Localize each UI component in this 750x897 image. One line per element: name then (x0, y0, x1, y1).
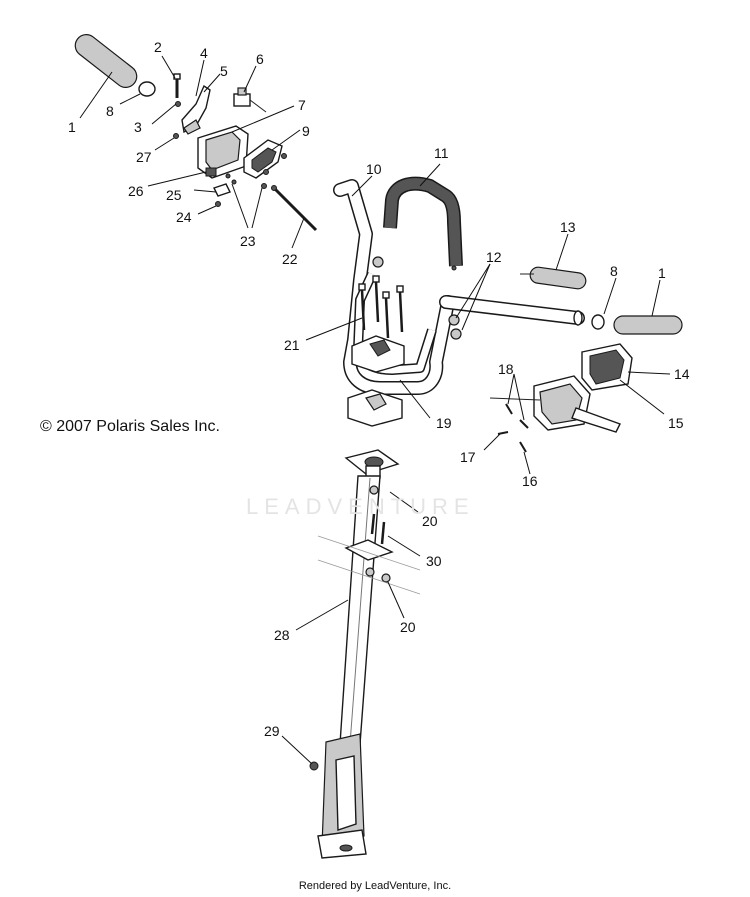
left-grip (74, 34, 138, 88)
callout-17: 17 (460, 449, 476, 465)
callout-8-left: 8 (106, 103, 114, 119)
callout-20-upper: 20 (422, 513, 438, 529)
callout-22: 22 (282, 251, 298, 267)
copyright-notice: © 2007 Polaris Sales Inc. (40, 418, 220, 435)
callout-30: 30 (426, 553, 442, 569)
part-25 (213, 183, 231, 197)
callout-14: 14 (674, 366, 690, 382)
callout-27: 27 (136, 149, 152, 165)
upper-clamp (351, 335, 405, 373)
screw-24 (215, 201, 221, 207)
callout-24: 24 (176, 209, 192, 225)
callout-7: 7 (298, 97, 306, 113)
callout-labels: 1 8 2 3 4 5 6 7 9 27 26 25 24 23 22 10 1… (68, 39, 690, 739)
callout-12: 12 (486, 249, 502, 265)
callout-25: 25 (166, 187, 182, 203)
part-26 (205, 167, 217, 177)
handlebar-pad (383, 176, 463, 271)
left-end-plug (138, 81, 156, 97)
callout-21: 21 (284, 337, 300, 353)
callout-4: 4 (200, 45, 208, 61)
brake-screws (497, 403, 529, 453)
steering-post (309, 449, 400, 859)
callout-23: 23 (240, 233, 256, 249)
throttle-lever (181, 84, 211, 135)
screw-cover-c (261, 183, 267, 189)
callout-5: 5 (220, 63, 228, 79)
housing-cover (243, 139, 283, 179)
callout-19: 19 (436, 415, 452, 431)
clamp-nuts (372, 256, 462, 340)
right-outer-grip (613, 315, 683, 335)
callout-26: 26 (128, 183, 144, 199)
footer-credit: Rendered by LeadVenture, Inc. (298, 880, 452, 892)
kill-switch (233, 87, 267, 113)
brake-master-cylinder (489, 343, 633, 433)
washer-3 (175, 101, 181, 107)
lower-clamp (347, 389, 403, 427)
callout-13: 13 (560, 219, 576, 235)
screw-cover-a (281, 153, 287, 159)
callout-3: 3 (134, 119, 142, 135)
screw-23a (225, 173, 231, 179)
callout-9: 9 (302, 123, 310, 139)
leader-lines (79, 55, 671, 765)
callout-16: 16 (522, 473, 538, 489)
callout-15: 15 (668, 415, 684, 431)
callout-29: 29 (264, 723, 280, 739)
throttle-housing (197, 125, 249, 179)
callout-28: 28 (274, 627, 290, 643)
screw-cover-b (263, 169, 269, 175)
callout-11: 11 (434, 145, 449, 161)
throttle-cable (271, 185, 318, 232)
callout-1-left: 1 (68, 119, 76, 135)
right-end-plug (591, 314, 605, 330)
callout-8-right: 8 (610, 263, 618, 279)
callout-1-right: 1 (658, 265, 666, 281)
callout-6: 6 (256, 51, 264, 67)
clamp-bolts (358, 275, 404, 339)
screw-27 (173, 133, 179, 139)
chassis-reference-lines (317, 535, 421, 595)
right-grip (520, 266, 587, 290)
watermark: LEADVENTURE (246, 494, 475, 519)
screw-23b (231, 179, 237, 185)
callout-10: 10 (366, 161, 382, 177)
callout-20-lower: 20 (400, 619, 416, 635)
callout-2: 2 (154, 39, 162, 55)
callout-18: 18 (498, 361, 514, 377)
